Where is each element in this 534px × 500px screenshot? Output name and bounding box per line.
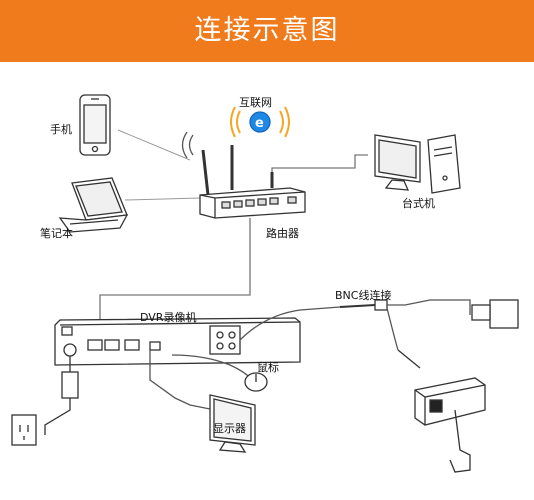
laptop-icon [58, 177, 129, 233]
phone-label: 手机 [50, 123, 72, 136]
camera-icon [397, 349, 486, 473]
wall-socket-icon [471, 299, 519, 329]
monitor-label: 显示器 [213, 422, 246, 435]
laptop-label: 笔记本 [40, 227, 73, 240]
dvr-label: DVR录像机 [140, 311, 197, 324]
mouse-label: 鼠标 [257, 361, 279, 374]
desktop-icon [374, 134, 461, 194]
router-label: 路由器 [266, 227, 299, 240]
svg-text:e: e [255, 116, 264, 131]
desktop-label: 台式机 [402, 197, 435, 210]
mouse-icon [244, 372, 268, 392]
phone-icon [79, 94, 111, 156]
bnc-label: BNC线连接 [335, 289, 392, 302]
power-adapter-icon [11, 356, 79, 446]
page-title: 连接示意图 [194, 15, 340, 46]
dvr-icon [54, 317, 301, 366]
title-banner: 连接示意图 [0, 0, 534, 62]
router-icon [181, 131, 306, 219]
monitor-icon [209, 394, 256, 453]
internet-icon: e [230, 106, 290, 138]
internet-label: 互联网 [239, 96, 272, 109]
